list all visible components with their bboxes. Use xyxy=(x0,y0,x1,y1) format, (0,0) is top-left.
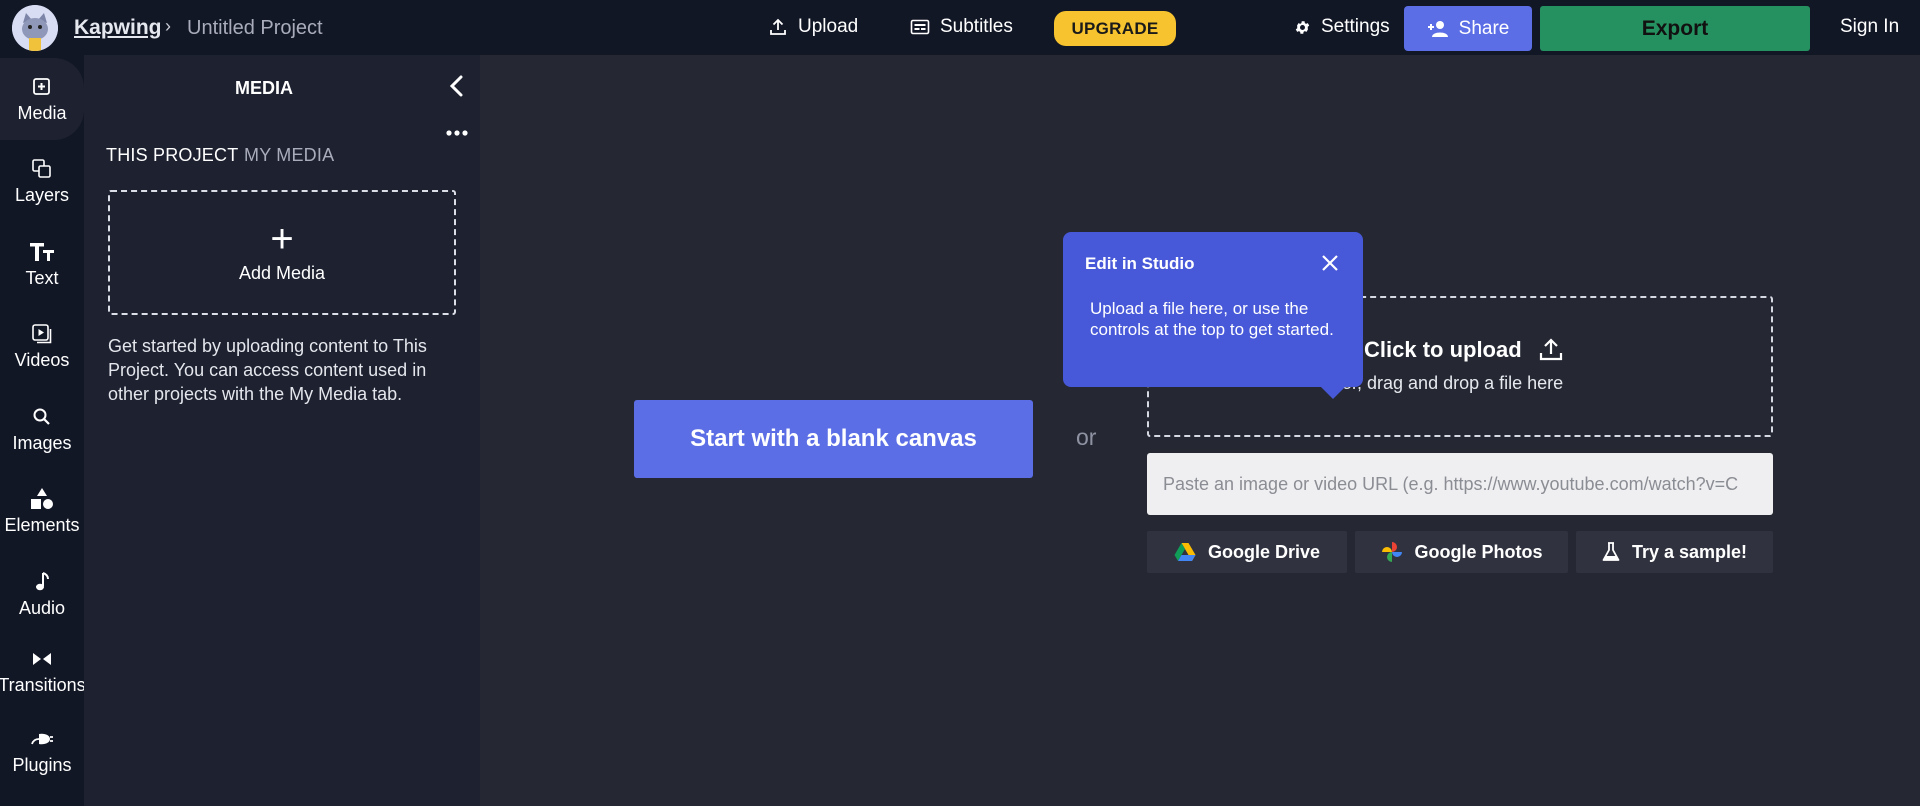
plus-square-icon xyxy=(32,75,52,99)
search-icon xyxy=(32,405,52,429)
panel-help-text: Get started by uploading content to This… xyxy=(108,336,427,404)
share-button[interactable]: Share xyxy=(1404,6,1532,51)
rail-item-videos[interactable]: Videos xyxy=(0,305,84,387)
panel-title: MEDIA xyxy=(235,78,293,98)
left-rail: Media Layers Text Videos xyxy=(0,55,86,806)
tooltip-body: Upload a file here, or use the controls … xyxy=(1090,299,1334,339)
settings-label: Settings xyxy=(1321,16,1390,37)
close-icon xyxy=(1322,255,1338,271)
tab-this-project[interactable]: THIS PROJECT xyxy=(106,145,239,165)
rail-item-images[interactable]: Images xyxy=(0,388,84,470)
media-url-input[interactable] xyxy=(1147,453,1773,515)
upload-icon xyxy=(770,18,786,35)
or-separator: or xyxy=(1076,424,1097,450)
rail-item-transitions[interactable]: Transitions xyxy=(0,630,86,712)
layers-icon xyxy=(31,157,53,181)
google-photos-icon xyxy=(1381,542,1402,562)
plug-icon xyxy=(30,727,54,751)
more-dots-icon xyxy=(446,130,468,136)
google-photos-label: Google Photos xyxy=(1414,541,1543,562)
rail-item-audio[interactable]: Audio xyxy=(0,553,84,635)
upload-label: Upload xyxy=(798,16,859,37)
blank-canvas-button[interactable]: Start with a blank canvas xyxy=(634,400,1033,478)
rail-item-label: Text xyxy=(25,267,59,288)
rail-item-label: Videos xyxy=(14,349,70,370)
tab-my-media[interactable]: MY MEDIA xyxy=(244,145,335,165)
collapse-panel-button[interactable] xyxy=(444,71,470,101)
drag-drop-hint: or, drag and drop a file here xyxy=(1342,373,1564,393)
google-drive-button[interactable]: Google Drive xyxy=(1147,531,1347,573)
rail-item-layers[interactable]: Layers xyxy=(0,140,84,222)
click-to-upload-label: Click to upload xyxy=(1364,337,1522,362)
settings-button[interactable]: Settings xyxy=(1294,16,1390,38)
rail-item-label: Media xyxy=(17,102,67,123)
tooltip-close-button[interactable] xyxy=(1317,250,1343,276)
rail-item-label: Elements xyxy=(4,514,80,535)
google-drive-icon xyxy=(1174,543,1196,561)
flask-icon xyxy=(1602,542,1620,561)
shapes-icon xyxy=(29,487,55,511)
add-media-button[interactable]: + Add Media xyxy=(108,190,456,315)
project-name[interactable]: Untitled Project xyxy=(187,17,323,39)
edit-in-studio-tooltip: Edit in Studio Upload a file here, or us… xyxy=(1063,232,1363,399)
plus-icon: + xyxy=(270,217,294,261)
share-label: Share xyxy=(1458,17,1510,39)
more-options-button[interactable] xyxy=(444,125,470,141)
tooltip-title: Edit in Studio xyxy=(1085,254,1195,273)
media-panel: MEDIA THIS PROJECT MY MEDIA + Add Media … xyxy=(84,55,480,806)
user-avatar[interactable] xyxy=(12,5,58,51)
chevron-left-icon xyxy=(449,75,463,97)
rail-item-label: Images xyxy=(12,432,72,453)
google-photos-button[interactable]: Google Photos xyxy=(1355,531,1568,573)
rail-item-label: Transitions xyxy=(0,674,86,695)
subtitles-icon xyxy=(910,19,930,35)
subtitles-button[interactable]: Subtitles xyxy=(910,16,1013,38)
text-icon xyxy=(28,240,56,264)
rail-item-elements[interactable]: Elements xyxy=(0,470,84,552)
brand-link[interactable]: Kapwing xyxy=(74,16,162,39)
transition-icon xyxy=(31,647,53,671)
rail-item-label: Layers xyxy=(14,184,70,205)
export-button[interactable]: Export xyxy=(1540,6,1810,51)
try-sample-label: Try a sample! xyxy=(1631,541,1748,562)
subtitles-label: Subtitles xyxy=(940,16,1013,37)
rail-item-media[interactable]: Media xyxy=(0,58,84,140)
rail-item-label: Audio xyxy=(18,597,66,618)
upload-dropzone-title: Click to upload xyxy=(1364,337,1564,363)
upload-icon xyxy=(1539,338,1562,361)
try-sample-button[interactable]: Try a sample! xyxy=(1576,531,1773,573)
rail-item-text[interactable]: Text xyxy=(0,223,84,305)
google-drive-label: Google Drive xyxy=(1207,541,1321,562)
upload-button[interactable]: Upload xyxy=(768,16,858,38)
video-icon xyxy=(31,322,53,346)
top-bar: Kapwing › Untitled Project Upload Subtit… xyxy=(0,0,1920,55)
gear-icon xyxy=(1295,20,1310,34)
music-note-icon xyxy=(34,570,50,594)
sign-in-link[interactable]: Sign In xyxy=(1840,16,1900,37)
add-media-label: Add Media xyxy=(238,263,326,283)
breadcrumb-separator: › xyxy=(165,16,171,36)
add-person-icon xyxy=(1427,20,1448,37)
upgrade-button[interactable]: UPGRADE xyxy=(1054,11,1176,46)
rail-item-label: Plugins xyxy=(12,754,72,775)
rail-item-plugins[interactable]: Plugins xyxy=(0,710,84,792)
